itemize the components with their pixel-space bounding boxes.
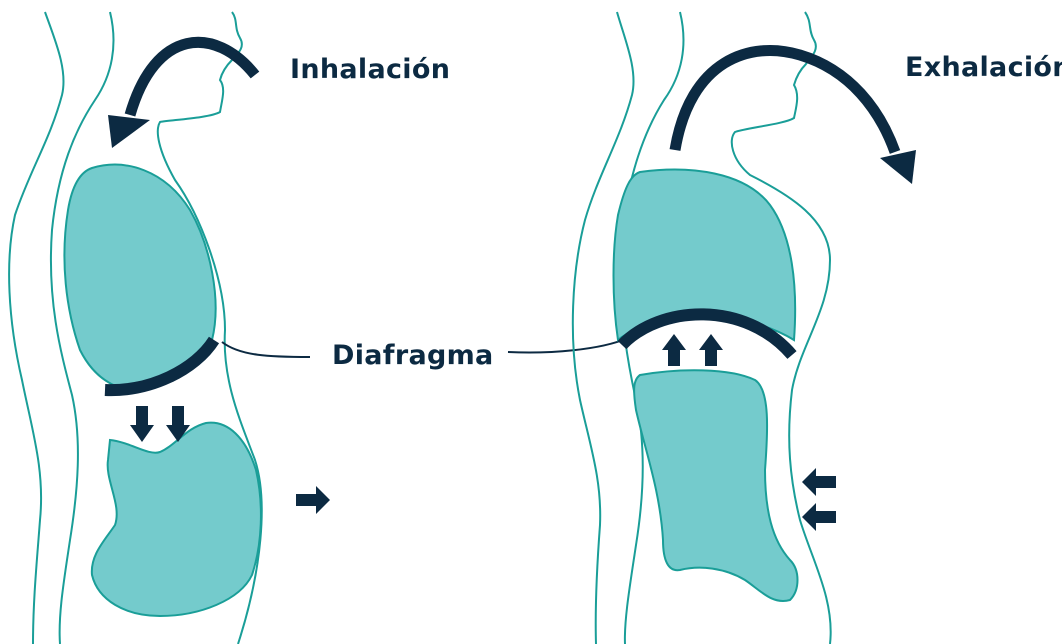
inhalation-figure: [9, 12, 330, 644]
inhalation-airflow-arrowhead: [108, 115, 150, 148]
inhalation-label: Inhalación: [290, 54, 450, 85]
exhalation-up-arrows: [662, 334, 723, 366]
inhalation-belly-out-arrow: [296, 486, 330, 514]
exhalation-up-arrow-2: [699, 334, 723, 366]
diaphragm-label: Diafragma: [332, 340, 494, 371]
exhalation-abdomen: [634, 370, 797, 601]
exhalation-belly-in-arrow-2: [802, 503, 836, 531]
diaphragm-leader-line-right: [508, 338, 628, 352]
inhalation-down-arrows: [130, 406, 190, 442]
exhalation-belly-in-arrow-1: [802, 468, 836, 496]
exhalation-airflow-arrowhead: [880, 150, 916, 184]
inhalation-abdomen: [92, 423, 261, 616]
exhalation-label: Exhalación: [905, 52, 1062, 83]
inhalation-airflow-arrow-shaft: [130, 42, 255, 115]
inhalation-body-back-outline: [9, 12, 63, 644]
diaphragm-leader-line-left: [222, 342, 310, 357]
exhalation-figure: [573, 12, 916, 644]
exhalation-airflow-arrow-shaft: [675, 50, 895, 152]
inhalation-down-arrow-1: [130, 406, 154, 442]
exhalation-up-arrow-1: [662, 334, 686, 366]
